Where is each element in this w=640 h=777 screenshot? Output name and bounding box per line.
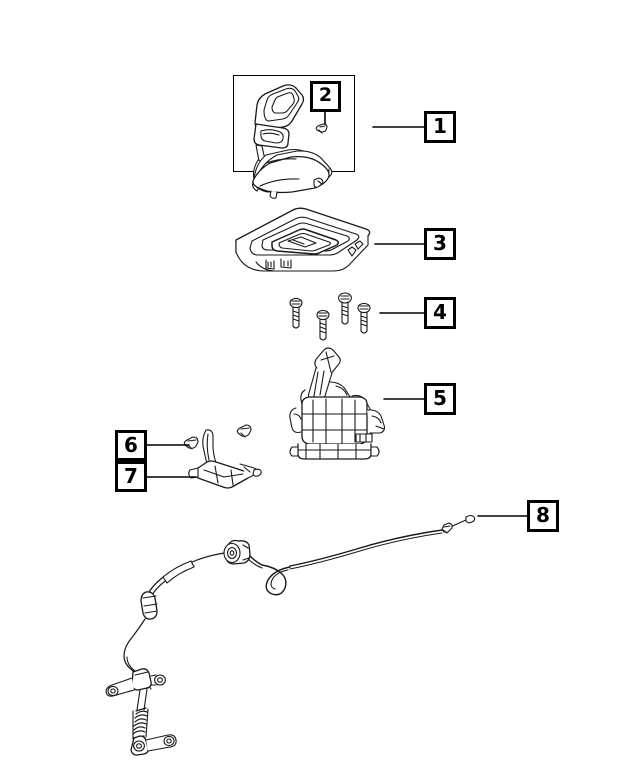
callout-4-number: 4 [433, 300, 447, 324]
callout-1[interactable]: 1 [424, 111, 456, 143]
callout-5-number: 5 [433, 386, 447, 410]
callout-6[interactable]: 6 [115, 430, 147, 461]
callout-1-number: 1 [433, 114, 447, 138]
shifter-mechanism-illustration [289, 347, 386, 460]
leader-lines [146, 111, 528, 517]
callout-3-number: 3 [433, 231, 447, 255]
callout-4[interactable]: 4 [424, 297, 456, 329]
set-screw-illustration [315, 123, 328, 134]
lever-bracket-illustration [188, 429, 262, 489]
nut-pair-illustration [183, 424, 252, 450]
callout-7[interactable]: 7 [115, 461, 147, 492]
shift-knob-illustration [251, 84, 333, 199]
callout-2[interactable]: 2 [310, 81, 341, 112]
callout-3[interactable]: 3 [424, 228, 456, 260]
screw-set-illustration [289, 292, 371, 341]
callout-8-number: 8 [536, 503, 550, 527]
callout-2-number: 2 [318, 84, 333, 106]
callout-7-number: 7 [124, 463, 138, 488]
shift-cable-illustration [105, 514, 476, 756]
callout-6-number: 6 [124, 432, 138, 457]
callout-5[interactable]: 5 [424, 383, 456, 415]
callout-8[interactable]: 8 [527, 500, 559, 532]
bezel-plate-illustration [235, 207, 371, 272]
